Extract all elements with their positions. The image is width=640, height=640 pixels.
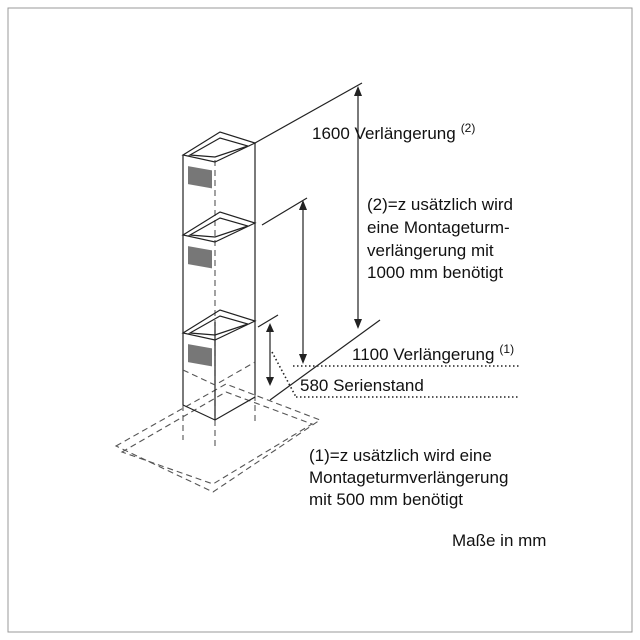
leader-lines [271,351,520,398]
note-2-line: verlängerung mit [367,241,494,260]
units-label: Maße in mm [452,531,546,550]
note-2-line: eine Montageturm- [367,218,510,237]
tower-outline [182,143,256,450]
dimension-1600 [254,82,381,401]
note-1-line: (1)=z usätzlich wird eine [309,446,492,465]
dimension-580 [257,314,279,386]
tower-segment-middle [181,211,257,269]
note-1-line: mit 500 mm benötigt [309,490,463,509]
note-2-line: 1000 mm benötigt [367,263,503,282]
tower-segment-top [181,131,257,189]
hood-base-outline [114,383,322,493]
note-1: (1)=z usätzlich wird eine Montageturmver… [309,446,508,509]
label-1100: 1100 Verlängerung(1) [352,342,514,364]
note-2-line: (2)=z usätzlich wird [367,195,513,214]
tower-segment-bottom [181,309,257,367]
label-1600: 1600 Verlängerung(2) [312,121,475,143]
frame [7,7,633,633]
note-1-line: Montageturmverlängerung [309,468,508,487]
label-580: 580 Serienstand [300,376,424,395]
note-2: (2)=z usätzlich wird eine Montageturm- v… [367,195,513,282]
dimension-1100 [261,197,308,364]
